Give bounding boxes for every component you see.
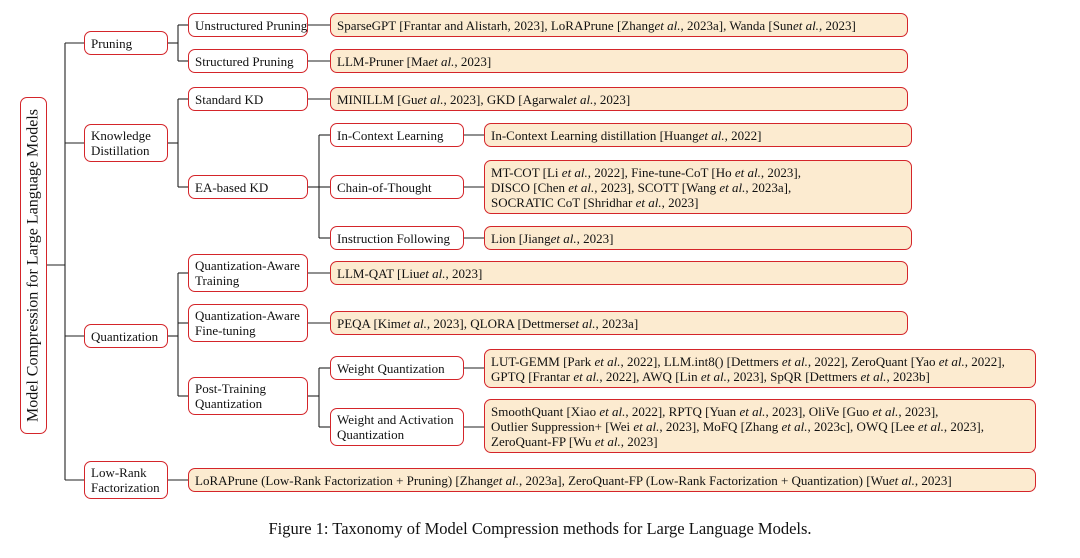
leaf-line: SOCRATIC CoT [Shridhar et al., 2023] — [491, 194, 699, 210]
sub-unstructured-pruning: Unstructured Pruning — [188, 13, 308, 37]
sub-structured-pruning: Structured Pruning — [188, 49, 308, 73]
sub-quantization-aware-training: Quantization-Aware Training — [188, 254, 308, 292]
sub-weight-quantization: Weight Quantization — [330, 356, 464, 380]
leaf-standard-kd: MINILLM [Gu et al., 2023], GKD [Agarwal … — [330, 87, 908, 111]
leaf-line: LUT-GEMM [Park et al., 2022], LLM.int8()… — [491, 353, 1005, 369]
root-node: Model Compression for Large Language Mod… — [20, 97, 47, 434]
leaf-line: DISCO [Chen et al., 2023], SCOTT [Wang e… — [491, 179, 792, 195]
sub-ea-based-kd: EA-based KD — [188, 175, 308, 199]
leaf-structured-pruning: LLM-Pruner [Ma et al., 2023] — [330, 49, 908, 73]
sub-quantization-aware-fine-tuning: Quantization-Aware Fine-tuning — [188, 304, 308, 342]
sub-chain-of-thought: Chain-of-Thought — [330, 175, 464, 199]
leaf-instruction-following: Lion [Jiang et al., 2023] — [484, 226, 912, 250]
leaf-weight-activation-quantization: SmoothQuant [Xiao et al., 2022], RPTQ [Y… — [484, 399, 1036, 453]
leaf-chain-of-thought: MT-COT [Li et al., 2022], Fine-tune-CoT … — [484, 160, 912, 214]
leaf-line: GPTQ [Frantar et al., 2022], AWQ [Lin et… — [491, 368, 930, 384]
leaf-unstructured-pruning: SparseGPT [Frantar and Alistarh, 2023], … — [330, 13, 908, 37]
sub-standard-kd: Standard KD — [188, 87, 308, 111]
sub-instruction-following: Instruction Following — [330, 226, 464, 250]
category-quantization: Quantization — [84, 324, 168, 348]
leaf-low-rank-factorization: LoRAPrune (Low-Rank Factorization + Prun… — [188, 468, 1036, 492]
leaf-line: ZeroQuant-FP [Wu et al., 2023] — [491, 433, 658, 449]
leaf-line: MT-COT [Li et al., 2022], Fine-tune-CoT … — [491, 164, 801, 180]
figure-caption: Figure 1: Taxonomy of Model Compression … — [268, 519, 812, 538]
category-low-rank-factorization: Low-Rank Factorization — [84, 461, 168, 499]
sub-weight-activation-quantization: Weight and Activation Quantization — [330, 408, 464, 446]
sub-in-context-learning: In-Context Learning — [330, 123, 464, 147]
leaf-in-context-learning: In-Context Learning distillation [Huang … — [484, 123, 912, 147]
leaf-weight-quantization: LUT-GEMM [Park et al., 2022], LLM.int8()… — [484, 349, 1036, 388]
leaf-line: Outlier Suppression+ [Wei et al., 2023],… — [491, 418, 985, 434]
leaf-line: SmoothQuant [Xiao et al., 2022], RPTQ [Y… — [491, 403, 939, 419]
leaf-quantization-aware-fine-tuning: PEQA [Kim et al., 2023], QLORA [Dettmers… — [330, 311, 908, 335]
leaf-quantization-aware-training: LLM-QAT [Liu et al., 2023] — [330, 261, 908, 285]
category-pruning: Pruning — [84, 31, 168, 55]
sub-post-training-quantization: Post-Training Quantization — [188, 377, 308, 415]
category-knowledge-distillation: Knowledge Distillation — [84, 124, 168, 162]
